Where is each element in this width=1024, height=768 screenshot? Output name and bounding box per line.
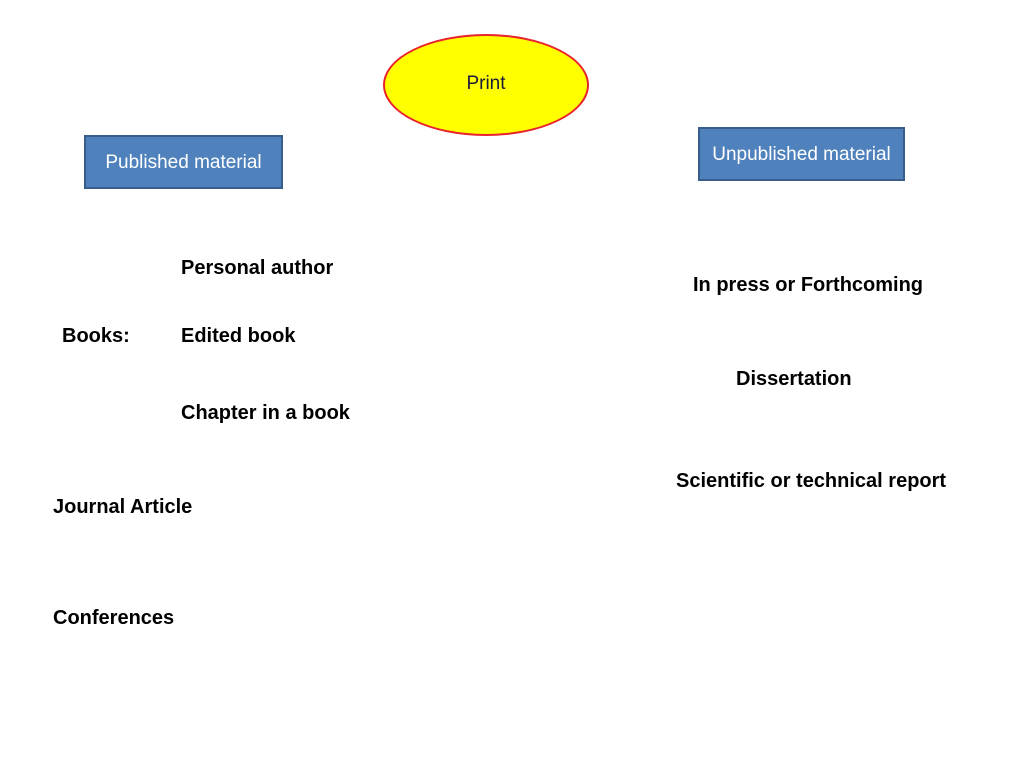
print-label: Print [466,73,506,94]
book-type-personal-author: Personal author [181,257,334,279]
book-type-edited-book: Edited book [181,325,296,347]
dissertation-label: Dissertation [736,368,852,390]
technical-report-label: Scientific or technical report [676,470,947,492]
unpublished-material-label: Unpublished material [712,143,891,165]
conferences-label: Conferences [53,607,175,629]
in-press-label: In press or Forthcoming [693,274,924,296]
print-ellipse: Print [383,34,589,136]
books-label: Books: [62,325,130,347]
published-material-label: Published material [105,151,262,173]
book-type-chapter: Chapter in a book [181,402,350,424]
unpublished-material-box: Unpublished material [698,127,905,181]
journal-article-label: Journal Article [53,496,193,518]
published-material-box: Published material [84,135,283,189]
